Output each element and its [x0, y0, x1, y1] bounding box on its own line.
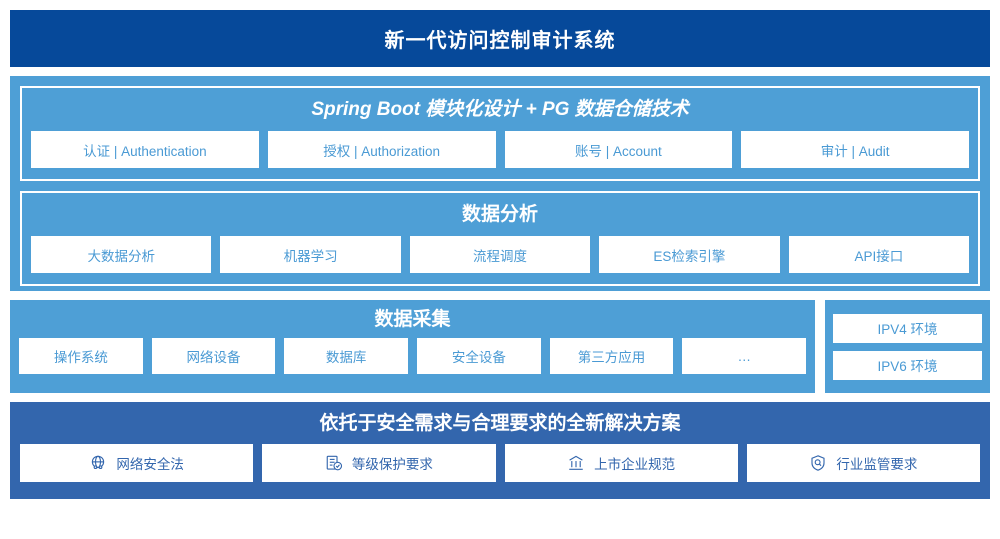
document-check-icon [325, 454, 343, 472]
group-data-analysis-chip-row: 大数据分析 机器学习 流程调度 ES检索引擎 API接口 [31, 236, 970, 273]
group-spring-boot: Spring Boot 模块化设计 + PG 数据仓储技术 认证 | Authe… [20, 86, 980, 181]
group-spring-boot-chip-row: 认证 | Authentication 授权 | Authorization 账… [31, 131, 969, 168]
chip-audit[interactable]: 审计 | Audit [741, 131, 969, 168]
chip-listed-company-standard-label: 上市企业规范 [594, 457, 676, 472]
chip-ipv4-environment[interactable]: IPV4 环境 [833, 313, 982, 343]
compliance-layer-panel: 依托于安全需求与合理要求的全新解决方案 网络安全法 [10, 402, 990, 499]
group-data-analysis: 数据分析 大数据分析 机器学习 流程调度 ES检索引擎 API接口 [20, 191, 980, 286]
compliance-chip-row: 网络安全法 等级保护要求 [20, 444, 980, 482]
chip-ipv6-environment[interactable]: IPV6 环境 [833, 350, 982, 380]
ip-environment-panel: IPV4 环境 IPV6 环境 [825, 300, 990, 393]
chip-cybersecurity-law[interactable]: 网络安全法 [20, 444, 254, 482]
chip-authentication[interactable]: 认证 | Authentication [31, 131, 259, 168]
page-header: 新一代访问控制审计系统 [10, 10, 990, 67]
chip-process-scheduling[interactable]: 流程调度 [409, 236, 591, 273]
chip-network-device[interactable]: 网络设备 [151, 338, 276, 374]
chip-big-data-analysis[interactable]: 大数据分析 [31, 236, 212, 273]
chip-classified-protection[interactable]: 等级保护要求 [262, 444, 496, 482]
chip-machine-learning[interactable]: 机器学习 [220, 236, 401, 273]
data-collection-title: 数据采集 [374, 309, 451, 330]
data-collection-panel: 数据采集 操作系统 网络设备 数据库 安全设备 第三方应用 … [10, 300, 815, 393]
chip-cybersecurity-law-label: 网络安全法 [116, 457, 184, 472]
group-spring-boot-title: Spring Boot 模块化设计 + PG 数据仓储技术 [311, 99, 689, 120]
chip-third-party-app[interactable]: 第三方应用 [549, 338, 674, 374]
chip-security-device[interactable]: 安全设备 [417, 338, 541, 374]
chip-operating-system[interactable]: 操作系统 [19, 338, 143, 374]
group-data-analysis-title: 数据分析 [461, 204, 538, 225]
bank-building-icon [567, 454, 585, 472]
chip-es-search-engine[interactable]: ES检索引擎 [599, 236, 780, 273]
chip-industry-supervision[interactable]: 行业监管要求 [746, 444, 980, 482]
application-layer-panel: Spring Boot 模块化设计 + PG 数据仓储技术 认证 | Authe… [10, 76, 990, 291]
chip-listed-company-standard[interactable]: 上市企业规范 [504, 444, 738, 482]
chip-api-interface[interactable]: API接口 [788, 236, 970, 273]
chip-classified-protection-label: 等级保护要求 [351, 457, 433, 472]
page-title: 新一代访问控制审计系统 [384, 30, 616, 52]
chip-account[interactable]: 账号 | Account [504, 131, 733, 168]
chip-more-ellipsis[interactable]: … [682, 338, 807, 374]
chip-database[interactable]: 数据库 [284, 338, 409, 374]
shield-search-icon [809, 454, 827, 472]
chip-authorization[interactable]: 授权 | Authorization [267, 131, 496, 168]
globe-network-icon [89, 454, 107, 472]
data-collection-chip-row: 操作系统 网络设备 数据库 安全设备 第三方应用 … [19, 338, 807, 374]
collection-layer: 数据采集 操作系统 网络设备 数据库 安全设备 第三方应用 … IPV4 环境 … [10, 300, 990, 393]
chip-industry-supervision-label: 行业监管要求 [836, 457, 918, 472]
compliance-layer-title: 依托于安全需求与合理要求的全新解决方案 [319, 413, 681, 434]
